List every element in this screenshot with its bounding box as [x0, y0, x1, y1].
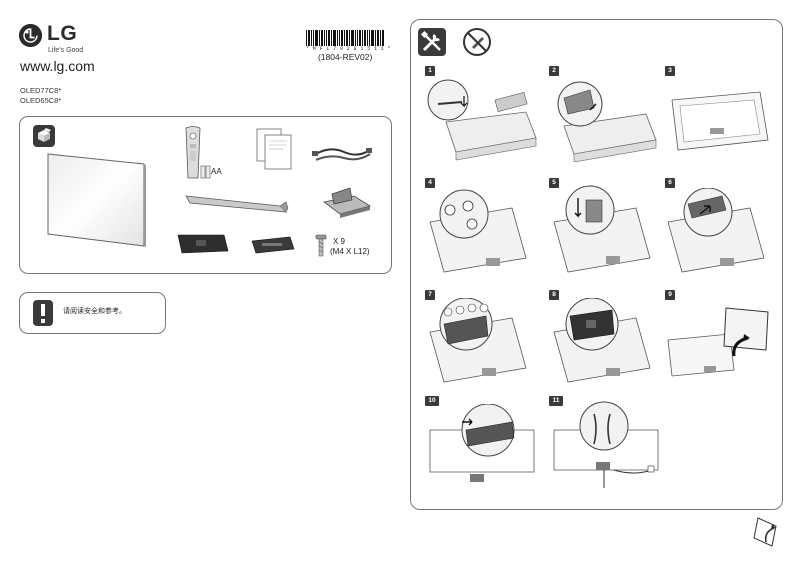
components-panel: [19, 116, 392, 274]
brand-name: LG: [47, 22, 78, 45]
step-6-illustration: [667, 188, 765, 273]
manuals-illustration: [256, 128, 292, 170]
assembly-steps-panel: [410, 19, 783, 510]
cables-illustration: [312, 148, 372, 161]
step-3-illustration: [671, 91, 769, 151]
step-5-badge: 5: [549, 178, 559, 188]
box-icon: [33, 125, 55, 147]
revision-label: (1804-REV02): [318, 52, 373, 62]
screw-icon: [315, 234, 327, 257]
no-tool-icon: [463, 28, 491, 56]
step-4-badge: 4: [425, 178, 435, 188]
remote-control-illustration: [185, 126, 211, 179]
warning-text: 请阅读安全和参考。: [63, 307, 126, 315]
page-turn-icon[interactable]: [752, 516, 780, 548]
screw-quantity: X 9: [333, 237, 346, 246]
step-7-illustration: [429, 298, 527, 383]
tools-icon: [418, 28, 446, 56]
screw-size: (M4 X L12): [330, 247, 370, 256]
step-9-badge: 9: [665, 290, 675, 300]
step-5-illustration: [553, 185, 651, 273]
step-6-badge: 6: [665, 178, 675, 188]
step-10-badge: 10: [425, 396, 439, 406]
warning-panel: [19, 292, 166, 334]
step-7-badge: 7: [425, 290, 435, 300]
step-1-illustration: [427, 79, 537, 161]
step-1-badge: 1: [425, 66, 435, 76]
warning-icon: [33, 300, 53, 326]
barcode: [306, 30, 384, 46]
step-8-badge: 8: [549, 290, 559, 300]
step-11-badge: 11: [549, 396, 563, 406]
lg-logo-icon: [19, 24, 42, 47]
step-2-badge: 2: [549, 66, 559, 76]
step-9-illustration: [667, 307, 769, 377]
model-number: OLED77C8*: [20, 86, 62, 95]
website-link[interactable]: www.lg.com: [20, 58, 95, 74]
tv-panel-illustration: [47, 153, 146, 247]
step-2-illustration: [557, 81, 657, 162]
base-plate-illustration: [177, 234, 229, 254]
step-10-illustration: [429, 404, 535, 482]
step-3-badge: 3: [665, 66, 675, 76]
step-4-illustration: [429, 189, 527, 273]
step-11-illustration: [553, 401, 659, 488]
barcode-number: * M F L 7 0 2 8 1 5 1 1 *: [306, 46, 392, 52]
cover-illustration: [251, 236, 295, 254]
step-8-illustration: [553, 298, 651, 383]
model-number: OLED65C8*: [20, 96, 62, 105]
lg-logo: LG Life's Good: [19, 22, 129, 56]
brand-slogan: Life's Good: [48, 47, 84, 54]
stand-bar-illustration: [185, 195, 289, 213]
stand-body-illustration: [323, 187, 371, 218]
battery-label: AA: [211, 167, 222, 176]
